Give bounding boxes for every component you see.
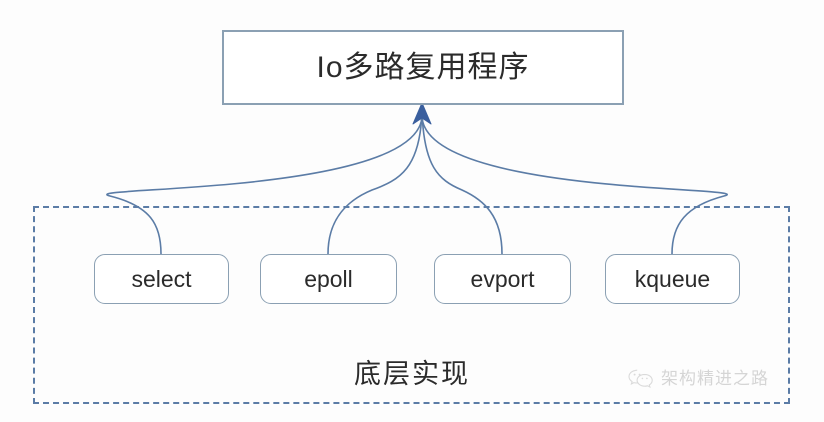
node-select[interactable]: select [94, 254, 229, 304]
node-evport[interactable]: evport [434, 254, 571, 304]
group-label: 底层实现 [354, 359, 470, 389]
wechat-icon [628, 369, 653, 388]
group-underlying-implementation [33, 206, 790, 404]
node-epoll-label: epoll [304, 265, 353, 292]
node-kqueue[interactable]: kqueue [605, 254, 740, 304]
node-kqueue-label: kqueue [634, 265, 711, 292]
node-epoll[interactable]: epoll [260, 254, 397, 304]
arrowhead-icon [412, 102, 432, 125]
watermark: 架构精进之路 [627, 368, 769, 388]
node-io-multiplexing-label: Io多路复用程序 [316, 50, 530, 84]
node-select-label: select [131, 265, 192, 292]
node-io-multiplexing[interactable]: Io多路复用程序 [222, 30, 624, 105]
watermark-text: 架构精进之路 [661, 368, 769, 388]
node-evport-label: evport [470, 265, 535, 292]
